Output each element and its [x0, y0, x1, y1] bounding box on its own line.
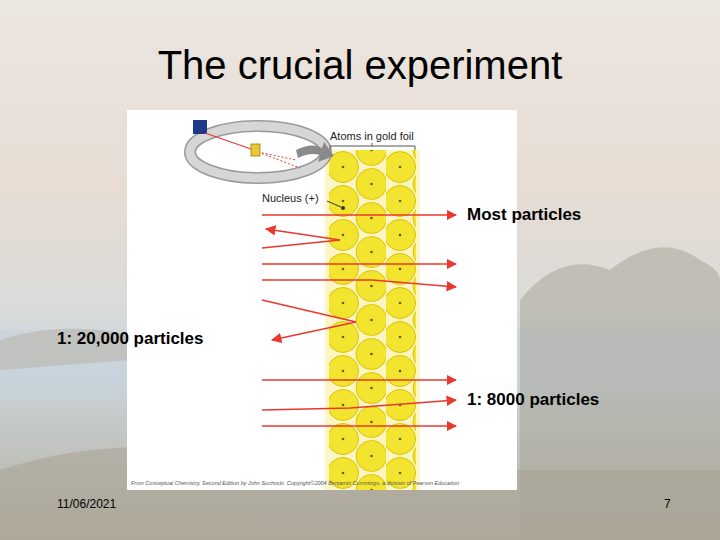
- gold-atoms: [329, 150, 416, 490]
- slide-title: The crucial experiment: [0, 42, 720, 88]
- outcome-label: Most particles: [467, 205, 581, 225]
- figure-panel: [127, 110, 517, 490]
- outcome-label: 1: 8000 particles: [467, 390, 599, 410]
- foil-strip: [325, 150, 420, 490]
- foil-bracket: [330, 143, 415, 150]
- nucleus-leader: [327, 201, 341, 207]
- foil-label: Atoms in gold foil: [330, 130, 414, 143]
- slide-date: 11/06/2021: [57, 498, 116, 512]
- nucleus-dot: [341, 206, 345, 210]
- source-credit: From Conceptual Chemistry, Second Editio…: [131, 480, 459, 486]
- page-number: 7: [664, 498, 671, 512]
- zoom-arrow: [296, 142, 334, 162]
- nucleus-label: Nucleus (+): [262, 192, 319, 205]
- alpha-paths: [262, 215, 456, 426]
- apparatus-inset: [190, 120, 334, 178]
- radium-source: [193, 120, 207, 134]
- outcome-label: 1: 20,000 particles: [57, 329, 203, 349]
